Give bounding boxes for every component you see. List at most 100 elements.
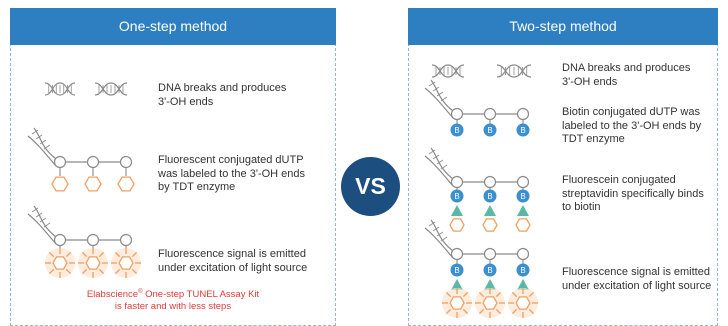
dna-rung [35,134,43,140]
dna-strand [44,82,76,96]
nucleotide-circle [53,233,67,247]
one-step-text-3: Fluorescence signal is emitted under exc… [158,248,307,275]
dna-strand [27,213,57,245]
nucleotide-circle [483,107,497,121]
glow-ray [81,268,88,275]
dna-strand [496,64,532,78]
biotin-circle-icon [450,263,464,277]
streptavidin-triangle-icon [451,279,463,290]
text-line: 3'-OH ends [158,95,214,108]
glow-ray [131,268,138,275]
fluorophore-hexagon-icon [449,296,465,310]
biotin-label: B [520,192,525,201]
text-line: under excitation of light source [562,279,712,292]
nucleotide-circle [516,247,530,261]
biotin-circle-icon [516,123,530,137]
text-line: was labeled to the 3'-OH ends [158,167,306,180]
dna-rung [43,222,51,228]
streptavidin-triangle-icon [517,279,529,290]
glow-ray [511,308,518,315]
biotin-label: B [454,126,459,135]
text-line: streptavidin specifically binds [562,187,704,200]
fluorophore-hexagon-icon [84,176,102,192]
fluorescence-glow-icon [442,288,472,318]
text-line: Fluorescence signal is emitted [562,266,710,278]
glow-ray [528,308,535,315]
dna-strand [424,87,454,119]
dna-strand [424,155,454,187]
biotin-label: B [454,266,459,275]
nucleotide-circle [119,155,133,169]
text-line: Biotin conjugated dUTP was [562,106,700,118]
nucleotide-circle [516,107,530,121]
dna-fragment-icon [94,82,128,96]
dna-rung [39,217,47,223]
two-step-panel: Two-step method [408,8,718,326]
nucleotide-circle [86,233,100,247]
text-line: 3'-OH ends [562,75,618,88]
biotin-label: B [487,266,492,275]
one-step-text-2: Fluorescent conjugated dUTP was labeled … [158,154,305,195]
nucleotide-circle [450,247,464,261]
text-line: DNA breaks and produces [158,82,287,94]
dna-rung [39,139,47,145]
glow-ray [81,251,88,258]
glow-ray [98,268,105,275]
glow-ray [478,291,485,298]
fluorophore-hexagon-icon [118,256,134,270]
one-step-header: One-step method [10,8,336,45]
text-line: labeled to the 3'-OH ends by [562,119,702,132]
dna-rung [436,91,444,97]
fluorophore-hexagon-icon [51,176,69,192]
dna-rung [43,144,51,150]
text-line: TDT enzyme [562,133,625,145]
biotin-label: B [487,126,492,135]
dna-fragment-icon [496,64,532,78]
dna-rung [31,207,39,213]
text-line: Fluorescein conjugated [562,174,676,186]
two-step-text-3: Fluorescein conjugated streptavidin spec… [562,174,704,215]
fluorophore-hexagon-icon [482,296,498,310]
dna-strand [94,82,128,96]
biotin-label: B [487,192,492,201]
glow-ray [114,251,121,258]
dna-chain [424,219,530,261]
fluorophore-hexagon-icon [482,218,498,232]
nucleotide-circle [119,233,133,247]
two-step-text-2: Biotin conjugated dUTP was labeled to th… [562,106,701,147]
dna-fragment-icon [431,64,465,78]
glow-ray [114,268,121,275]
glow-ray [445,308,452,315]
nucleotide-circle [53,155,67,169]
fluorophore-hexagon-icon [85,256,101,270]
fluorophore-hexagon-icon [515,296,531,310]
glow-ray [131,251,138,258]
nucleotide-circle [516,175,530,189]
glow-ray [48,268,55,275]
glow-ray [462,291,469,298]
glow-ray [511,291,518,298]
streptavidin-triangle-icon [451,205,463,216]
nucleotide-circle [86,155,100,169]
one-step-text-1: DNA breaks and produces 3'-OH ends [158,82,286,109]
glow-ray [495,308,502,315]
glow-ray [445,291,452,298]
glow-ray [528,291,535,298]
nucleotide-circle [483,175,497,189]
biotin-circle-icon [483,123,497,137]
glow-ray [48,251,55,258]
dna-rung [428,221,436,227]
dna-strand [431,64,465,78]
dna-rung [428,81,436,87]
fluorophore-hexagon-icon [117,176,135,192]
text-line: Fluorescence signal is emitted [158,248,306,260]
two-step-header: Two-step method [408,8,718,45]
dna-chain [27,127,133,169]
text-line: DNA breaks and produces [562,62,691,74]
two-step-text-1: DNA breaks and produces 3'-OH ends [562,62,690,89]
two-step-text-4: Fluorescence signal is emitted under exc… [562,266,711,293]
glow-ray [495,291,502,298]
dna-rung [432,154,440,160]
biotin-label: B [520,266,525,275]
